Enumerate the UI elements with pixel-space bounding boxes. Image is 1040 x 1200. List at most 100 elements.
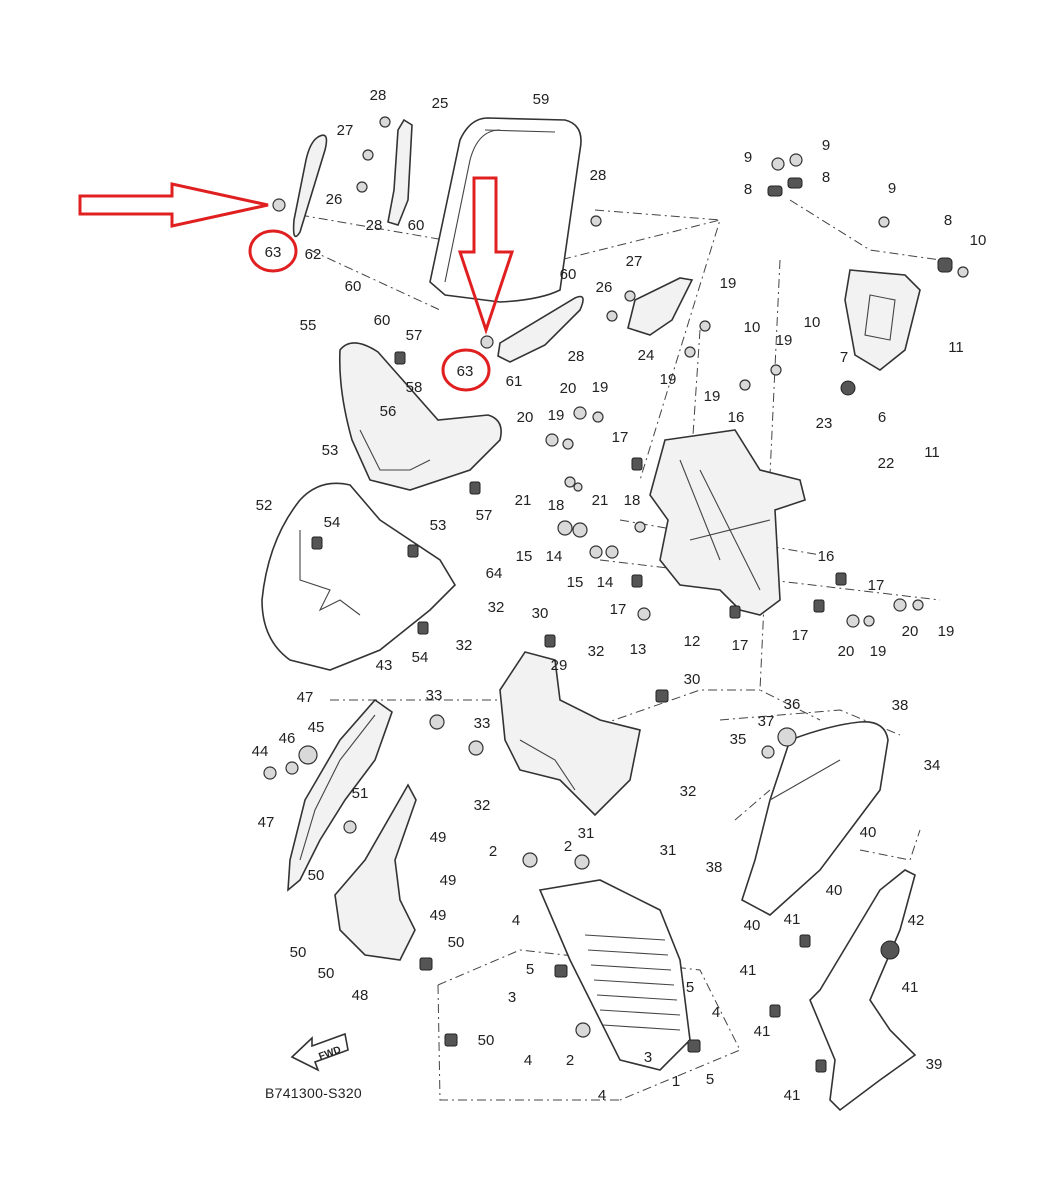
part-label-l39: 39 [926, 1056, 943, 1073]
part-label-l20d: 20 [838, 643, 855, 660]
part-label-l37: 37 [758, 713, 775, 730]
part-label-l41d: 41 [754, 1023, 771, 1040]
part-label-l50b: 50 [290, 944, 307, 961]
fasteners [263, 116, 969, 1073]
screen-bracket-assembly [649, 429, 806, 616]
part-label-l45: 45 [308, 719, 325, 736]
part-label-l48: 48 [352, 987, 369, 1004]
part-label-l51: 51 [352, 785, 369, 802]
part-label-l8a: 8 [744, 181, 752, 198]
part-label-l32a: 32 [488, 599, 505, 616]
part-label-l60d: 60 [560, 266, 577, 283]
part-label-l54b: 54 [412, 649, 429, 666]
meter-bracket-6 [844, 269, 921, 371]
part-label-l55: 55 [300, 317, 317, 334]
part-label-l49c: 49 [430, 907, 447, 924]
part-label-l54a: 54 [324, 514, 341, 531]
part-label-l50e: 50 [478, 1032, 495, 1049]
part-label-l47b: 47 [258, 814, 275, 831]
part-label-l19d: 19 [704, 388, 721, 405]
down-arrow-icon [457, 176, 515, 335]
part-label-l14b: 14 [597, 574, 614, 591]
part-label-l32d: 32 [474, 797, 491, 814]
deflector-62 [292, 134, 328, 238]
part-label-l31b: 31 [660, 842, 677, 859]
part-label-l15b: 15 [567, 574, 584, 591]
part-label-l57a: 57 [406, 327, 423, 344]
part-label-l19g: 19 [938, 623, 955, 640]
part-label-l41a: 41 [784, 911, 801, 928]
part-label-l19a: 19 [720, 275, 737, 292]
inner-panel-48 [334, 783, 417, 961]
part-label-l16a: 16 [728, 409, 745, 426]
part-label-l18a: 18 [548, 497, 565, 514]
part-label-l33b: 33 [474, 715, 491, 732]
part-label-l20a: 20 [560, 380, 577, 397]
part-label-l21b: 21 [592, 492, 609, 509]
part-label-l26a: 26 [326, 191, 343, 208]
part-label-l24: 24 [638, 347, 655, 364]
part-label-l34: 34 [924, 757, 941, 774]
part-label-l60b: 60 [345, 278, 362, 295]
part-label-l32b: 32 [456, 637, 473, 654]
part-label-l28c: 28 [590, 167, 607, 184]
part-label-l44: 44 [252, 743, 269, 760]
part-label-l52: 52 [256, 497, 273, 514]
part-label-l30b: 30 [684, 671, 701, 688]
part-label-l38b: 38 [706, 859, 723, 876]
part-label-l10a: 10 [970, 232, 987, 249]
part-label-l11a: 11 [948, 339, 964, 356]
part-label-l19b: 19 [660, 371, 677, 388]
callout-circle-63b [441, 348, 491, 392]
part-label-l6: 6 [878, 409, 886, 426]
part-label-l8b: 8 [822, 169, 830, 186]
part-label-l49b: 49 [440, 872, 457, 889]
inner-panel-29 [499, 651, 641, 817]
radiator-grille [584, 934, 681, 1031]
side-panel-43 [287, 698, 393, 892]
part-label-l19f: 19 [548, 407, 565, 424]
part-label-l2a: 2 [489, 843, 497, 860]
part-label-l19c: 19 [776, 332, 793, 349]
part-label-l3a: 3 [508, 989, 516, 1006]
part-label-l20c: 20 [902, 623, 919, 640]
part-label-l62: 62 [305, 246, 322, 263]
part-label-l9b: 9 [822, 137, 830, 154]
part-label-l33a: 33 [426, 687, 443, 704]
part-label-l4c: 4 [524, 1052, 532, 1069]
part-label-l7: 7 [840, 349, 848, 366]
part-label-l25: 25 [432, 95, 449, 112]
part-label-l40a: 40 [860, 824, 877, 841]
part-label-l41e: 41 [784, 1087, 801, 1104]
part-label-l47a: 47 [297, 689, 314, 706]
windscreen-59 [429, 117, 582, 303]
part-label-l17a: 17 [612, 429, 629, 446]
part-label-l43: 43 [376, 657, 393, 674]
part-label-l4a: 4 [512, 912, 520, 929]
bracket-61 [497, 295, 584, 363]
part-label-l4b: 4 [712, 1004, 720, 1021]
front-cowl-52 [261, 482, 457, 671]
part-label-l41b: 41 [740, 962, 757, 979]
part-label-l29: 29 [551, 657, 568, 674]
part-label-l40c: 40 [744, 917, 761, 934]
part-label-l5a: 5 [526, 961, 534, 978]
part-label-l10c: 10 [804, 314, 821, 331]
part-label-l15a: 15 [516, 548, 533, 565]
part-label-l19e: 19 [592, 379, 609, 396]
highlight-callouts [78, 176, 515, 392]
part-label-l59: 59 [533, 91, 550, 108]
part-label-l18b: 18 [624, 492, 641, 509]
callout-circle-63a [248, 229, 298, 273]
fwd-arrow: FWD [290, 1032, 349, 1072]
part-label-l38a: 38 [892, 697, 909, 714]
part-label-l50c: 50 [318, 965, 335, 982]
part-label-l2c: 2 [566, 1052, 574, 1069]
part-label-l31a: 31 [578, 825, 595, 842]
part-label-l4d: 4 [598, 1087, 606, 1104]
part-label-l13: 13 [630, 641, 647, 658]
part-label-l11b: 11 [924, 444, 940, 461]
part-label-l63a: 63 [265, 244, 282, 261]
part-label-l9a: 9 [744, 149, 752, 166]
left-arrow-icon [78, 182, 269, 228]
